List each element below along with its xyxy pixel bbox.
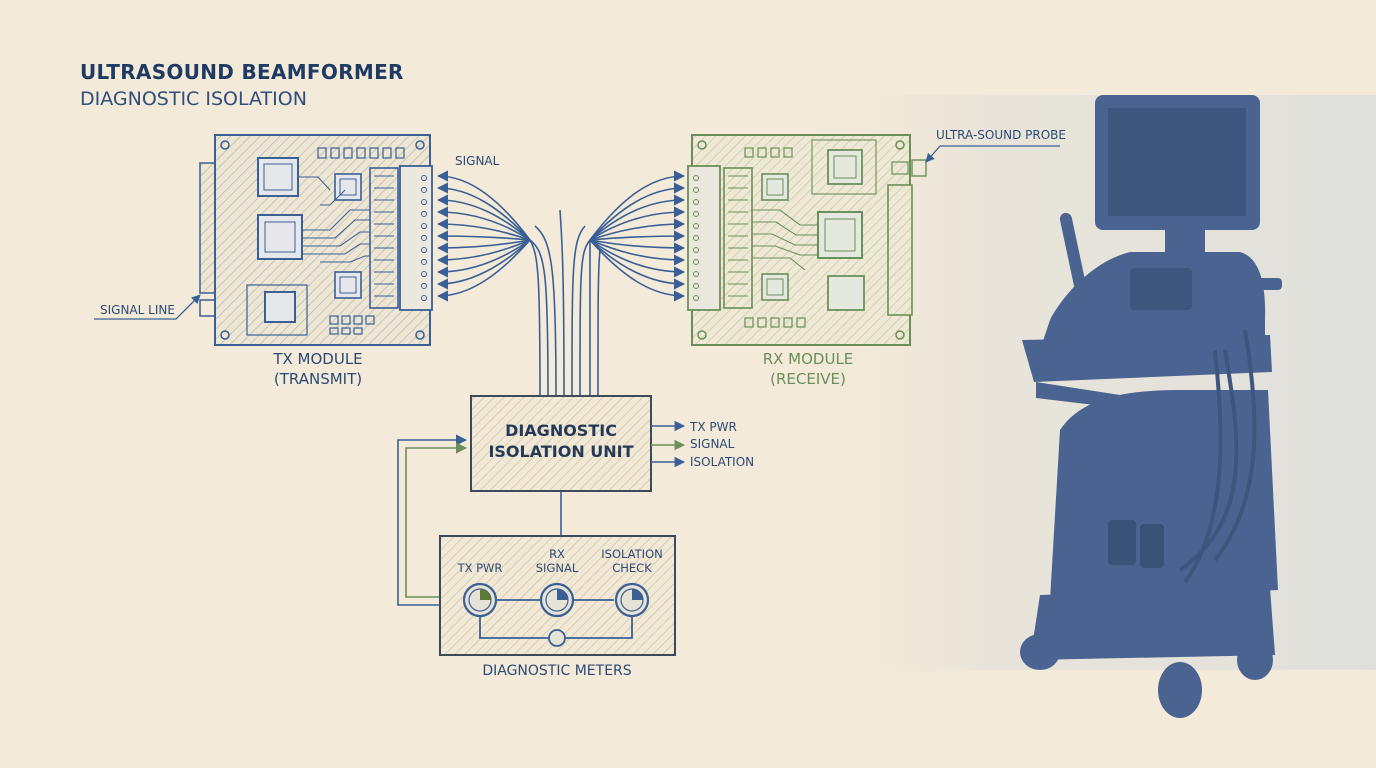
probe-leader	[925, 145, 1060, 163]
tx-module-label: TX MODULE	[272, 350, 362, 368]
tx-pwr-meter-icon	[462, 582, 498, 618]
rx-module-sublabel: (RECEIVE)	[770, 370, 846, 388]
diagnostic-meters-panel	[439, 535, 676, 656]
diagram-title: ULTRASOUND BEAMFORMER	[80, 60, 404, 84]
ultrasound-machine-icon	[1020, 95, 1282, 718]
isolation-unit-sublabel: ISOLATION UNIT	[488, 442, 633, 461]
output-tx-pwr: TX PWR	[689, 420, 737, 434]
feedback-loops	[397, 434, 562, 606]
rx-module-label: RX MODULE	[763, 350, 854, 368]
meter-rx-label: RX	[549, 547, 565, 561]
isolation-unit-box	[470, 395, 652, 492]
meter-isolation-sublabel: CHECK	[612, 561, 652, 575]
signal-line-leader	[94, 294, 201, 320]
ground-node-icon	[548, 629, 566, 647]
probe-label: ULTRA-SOUND PROBE	[936, 128, 1066, 142]
tx-module-sublabel: (TRANSMIT)	[274, 370, 362, 388]
isolation-check-meter-icon	[614, 582, 650, 618]
isolation-outputs	[651, 420, 686, 468]
diagnostic-meters-title: DIAGNOSTIC METERS	[482, 663, 631, 679]
rx-signal-meter-icon	[539, 582, 575, 618]
diagram-title-block: ULTRASOUND BEAMFORMER DIAGNOSTIC ISOLATI…	[80, 60, 404, 110]
output-signal: SIGNAL	[690, 437, 735, 451]
diagram-subtitle: DIAGNOSTIC ISOLATION	[80, 88, 307, 110]
tx-module-board	[199, 134, 433, 346]
signal-line-label: SIGNAL LINE	[100, 303, 175, 317]
isolation-unit-label: DIAGNOSTIC	[505, 421, 617, 440]
meter-rx-sublabel: SIGNAL	[536, 561, 579, 575]
output-isolation: ISOLATION	[690, 455, 754, 469]
signal-wires	[436, 170, 686, 396]
meter-tx-pwr-label: TX PWR	[457, 561, 503, 575]
rx-module-board	[687, 134, 927, 346]
meter-isolation-label: ISOLATION	[601, 547, 662, 561]
signal-top-label: SIGNAL	[455, 154, 500, 168]
